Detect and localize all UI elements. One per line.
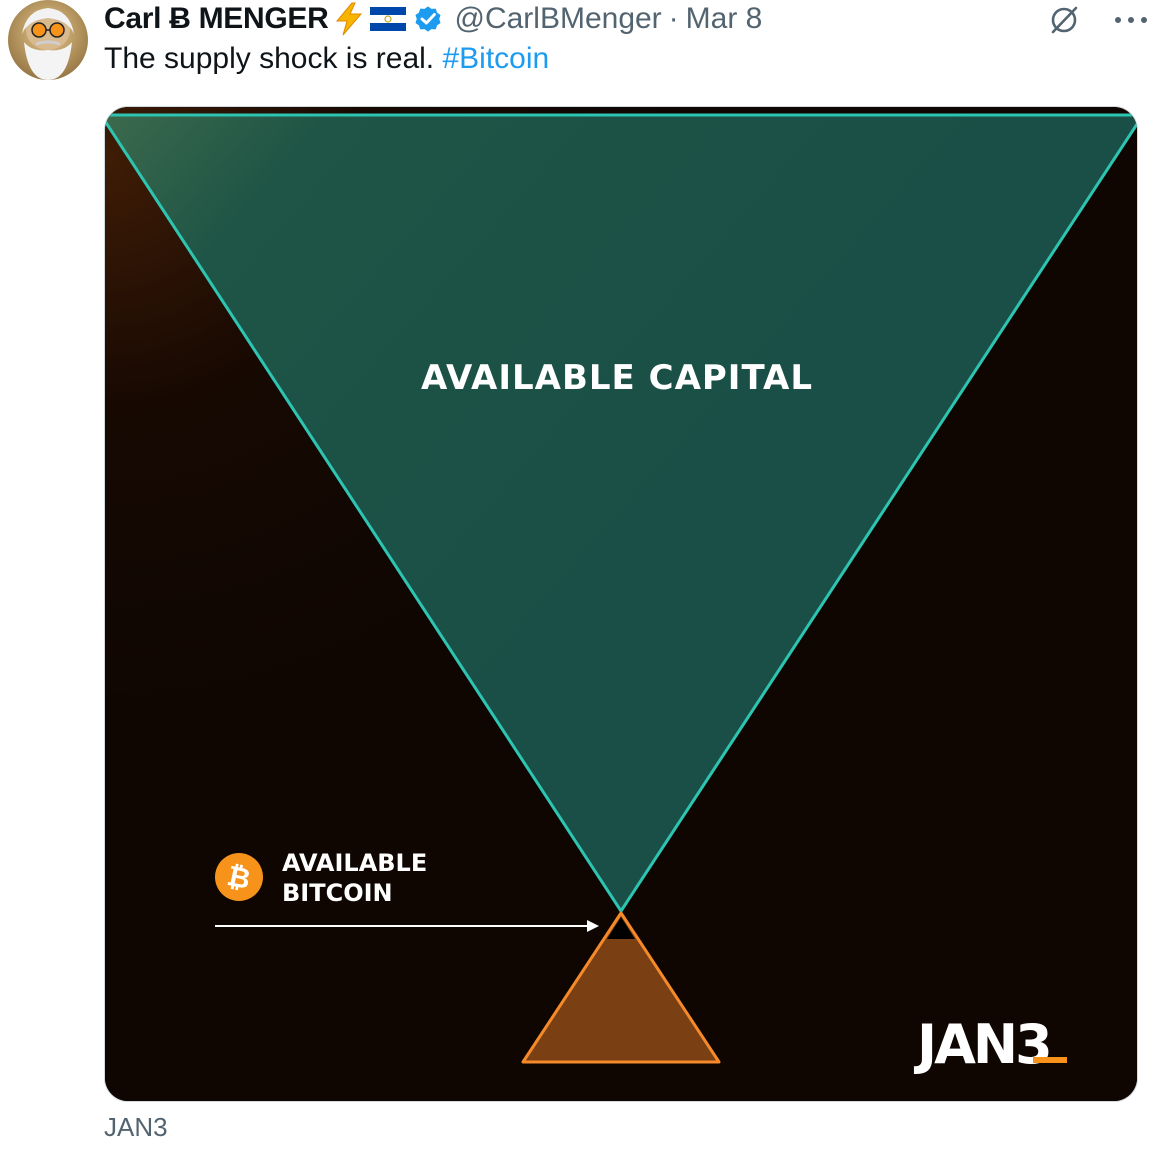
logo-text: JAN3 (913, 1013, 1050, 1076)
tweet-actions-top (1048, 4, 1148, 36)
bitcoin-label-line1: AVAILABLE (282, 849, 427, 877)
bitcoin-label-line2: BITCOIN (282, 879, 393, 907)
tweet-date[interactable]: Mar 8 (685, 2, 763, 35)
capital-triangle (105, 113, 1137, 913)
avatar[interactable] (8, 0, 88, 80)
lightning-icon (334, 2, 364, 36)
tweet-body: The supply shock is real. (104, 42, 443, 75)
separator-dot: · (668, 2, 679, 35)
grok-icon[interactable] (1048, 4, 1080, 36)
more-icon[interactable] (1114, 15, 1148, 25)
author-name[interactable]: Carl Ƀ MENGER (104, 2, 329, 35)
bitcoin-triangle-tip (607, 917, 635, 939)
arrow (215, 920, 599, 932)
media-caption[interactable]: JAN3 (104, 1112, 168, 1142)
hashtag-link[interactable]: #Bitcoin (442, 42, 550, 75)
verified-badge-icon[interactable] (412, 3, 444, 35)
bitcoin-icon: ₿ (215, 853, 263, 901)
capital-label: AVAILABLE CAPITAL (421, 358, 813, 398)
bitcoin-triangle (521, 911, 721, 1064)
tweet-header: Carl Ƀ MENGER @CarlBMenger · Mar 8 (104, 0, 762, 38)
tweet-text: The supply shock is real. #Bitcoin (104, 42, 549, 76)
avatar-image (8, 0, 88, 80)
tweet-media[interactable]: AVAILABLE CAPITAL ₿ AVAILABLE BITCOIN JA… (104, 106, 1138, 1102)
supply-shock-graphic: AVAILABLE CAPITAL ₿ AVAILABLE BITCOIN JA… (105, 107, 1137, 1101)
jan3-logo: JAN3 (913, 1013, 1067, 1076)
author-handle[interactable]: @CarlBMenger (454, 2, 662, 35)
el-salvador-flag-icon (370, 7, 407, 31)
